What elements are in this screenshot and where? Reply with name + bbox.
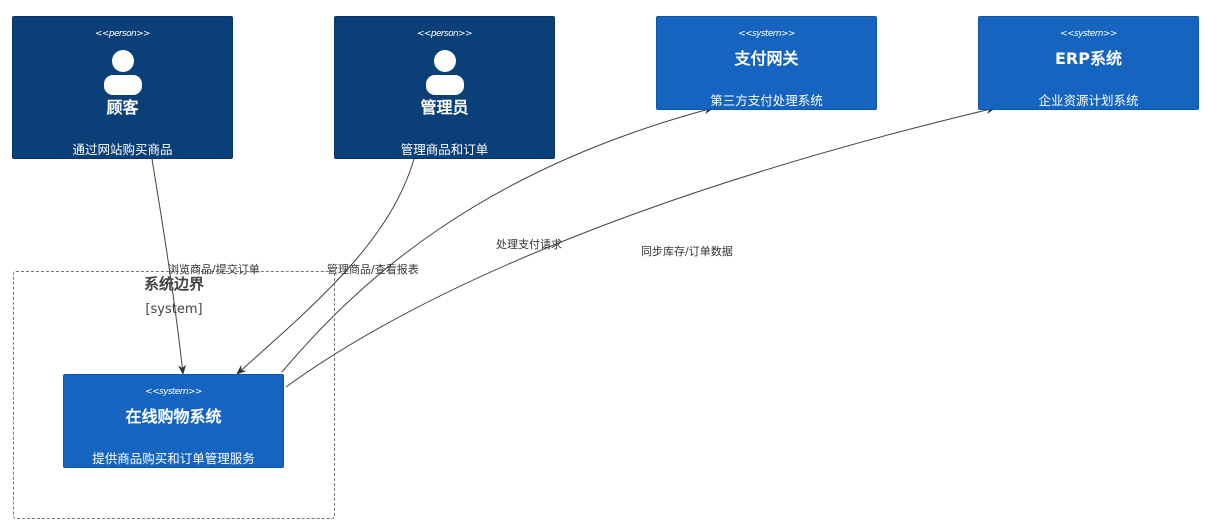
payment-description: 第三方支付处理系统 xyxy=(710,93,823,108)
online-shop-node[interactable]: <<system>> 在线购物系统 提供商品购买和订单管理服务 xyxy=(63,374,284,468)
admin-stereotype: <<person>> xyxy=(416,29,473,39)
boundary-type: [system] xyxy=(145,302,203,317)
system-boundary xyxy=(13,271,335,519)
shop-title: 在线购物系统 xyxy=(125,407,222,426)
boundary-title: 系统边界 xyxy=(143,275,204,293)
erp-title: ERP系统 xyxy=(1055,49,1122,68)
customer-node[interactable]: <<person>> 顾客 通过网站购买商品 xyxy=(12,16,233,159)
admin-node[interactable]: <<person>> 管理员 管理商品和订单 xyxy=(334,16,555,159)
customer-title: 顾客 xyxy=(106,98,139,117)
shop-description: 提供商品购买和订单管理服务 xyxy=(92,451,255,466)
person-icon xyxy=(425,50,464,95)
edge-label-shop-to-payment: 处理支付请求 xyxy=(496,238,562,251)
payment-stereotype: <<system>> xyxy=(738,29,795,39)
erp-description: 企业资源计划系统 xyxy=(1038,93,1139,108)
admin-description: 管理商品和订单 xyxy=(400,142,489,157)
person-icon xyxy=(103,50,142,95)
payment-title: 支付网关 xyxy=(734,49,799,68)
payment-gateway-node[interactable]: <<system>> 支付网关 第三方支付处理系统 xyxy=(656,16,877,110)
customer-stereotype: <<person>> xyxy=(94,29,151,39)
edge-shop-to-erp xyxy=(285,106,996,388)
edge-label-shop-to-erp: 同步库存/订单数据 xyxy=(641,245,733,258)
edge-customer-to-shop xyxy=(151,158,187,375)
erp-node[interactable]: <<system>> ERP系统 企业资源计划系统 xyxy=(978,16,1199,110)
admin-title: 管理员 xyxy=(420,98,469,117)
edge-admin-to-shop xyxy=(236,158,415,375)
erp-stereotype: <<system>> xyxy=(1060,29,1117,39)
edge-label-customer-to-shop: 浏览商品/提交订单 xyxy=(168,263,260,276)
shop-stereotype: <<system>> xyxy=(145,387,202,397)
edge-label-admin-to-shop: 管理商品/查看报表 xyxy=(327,263,419,276)
customer-description: 通过网站购买商品 xyxy=(72,142,173,157)
edge-shop-to-payment xyxy=(281,106,714,373)
